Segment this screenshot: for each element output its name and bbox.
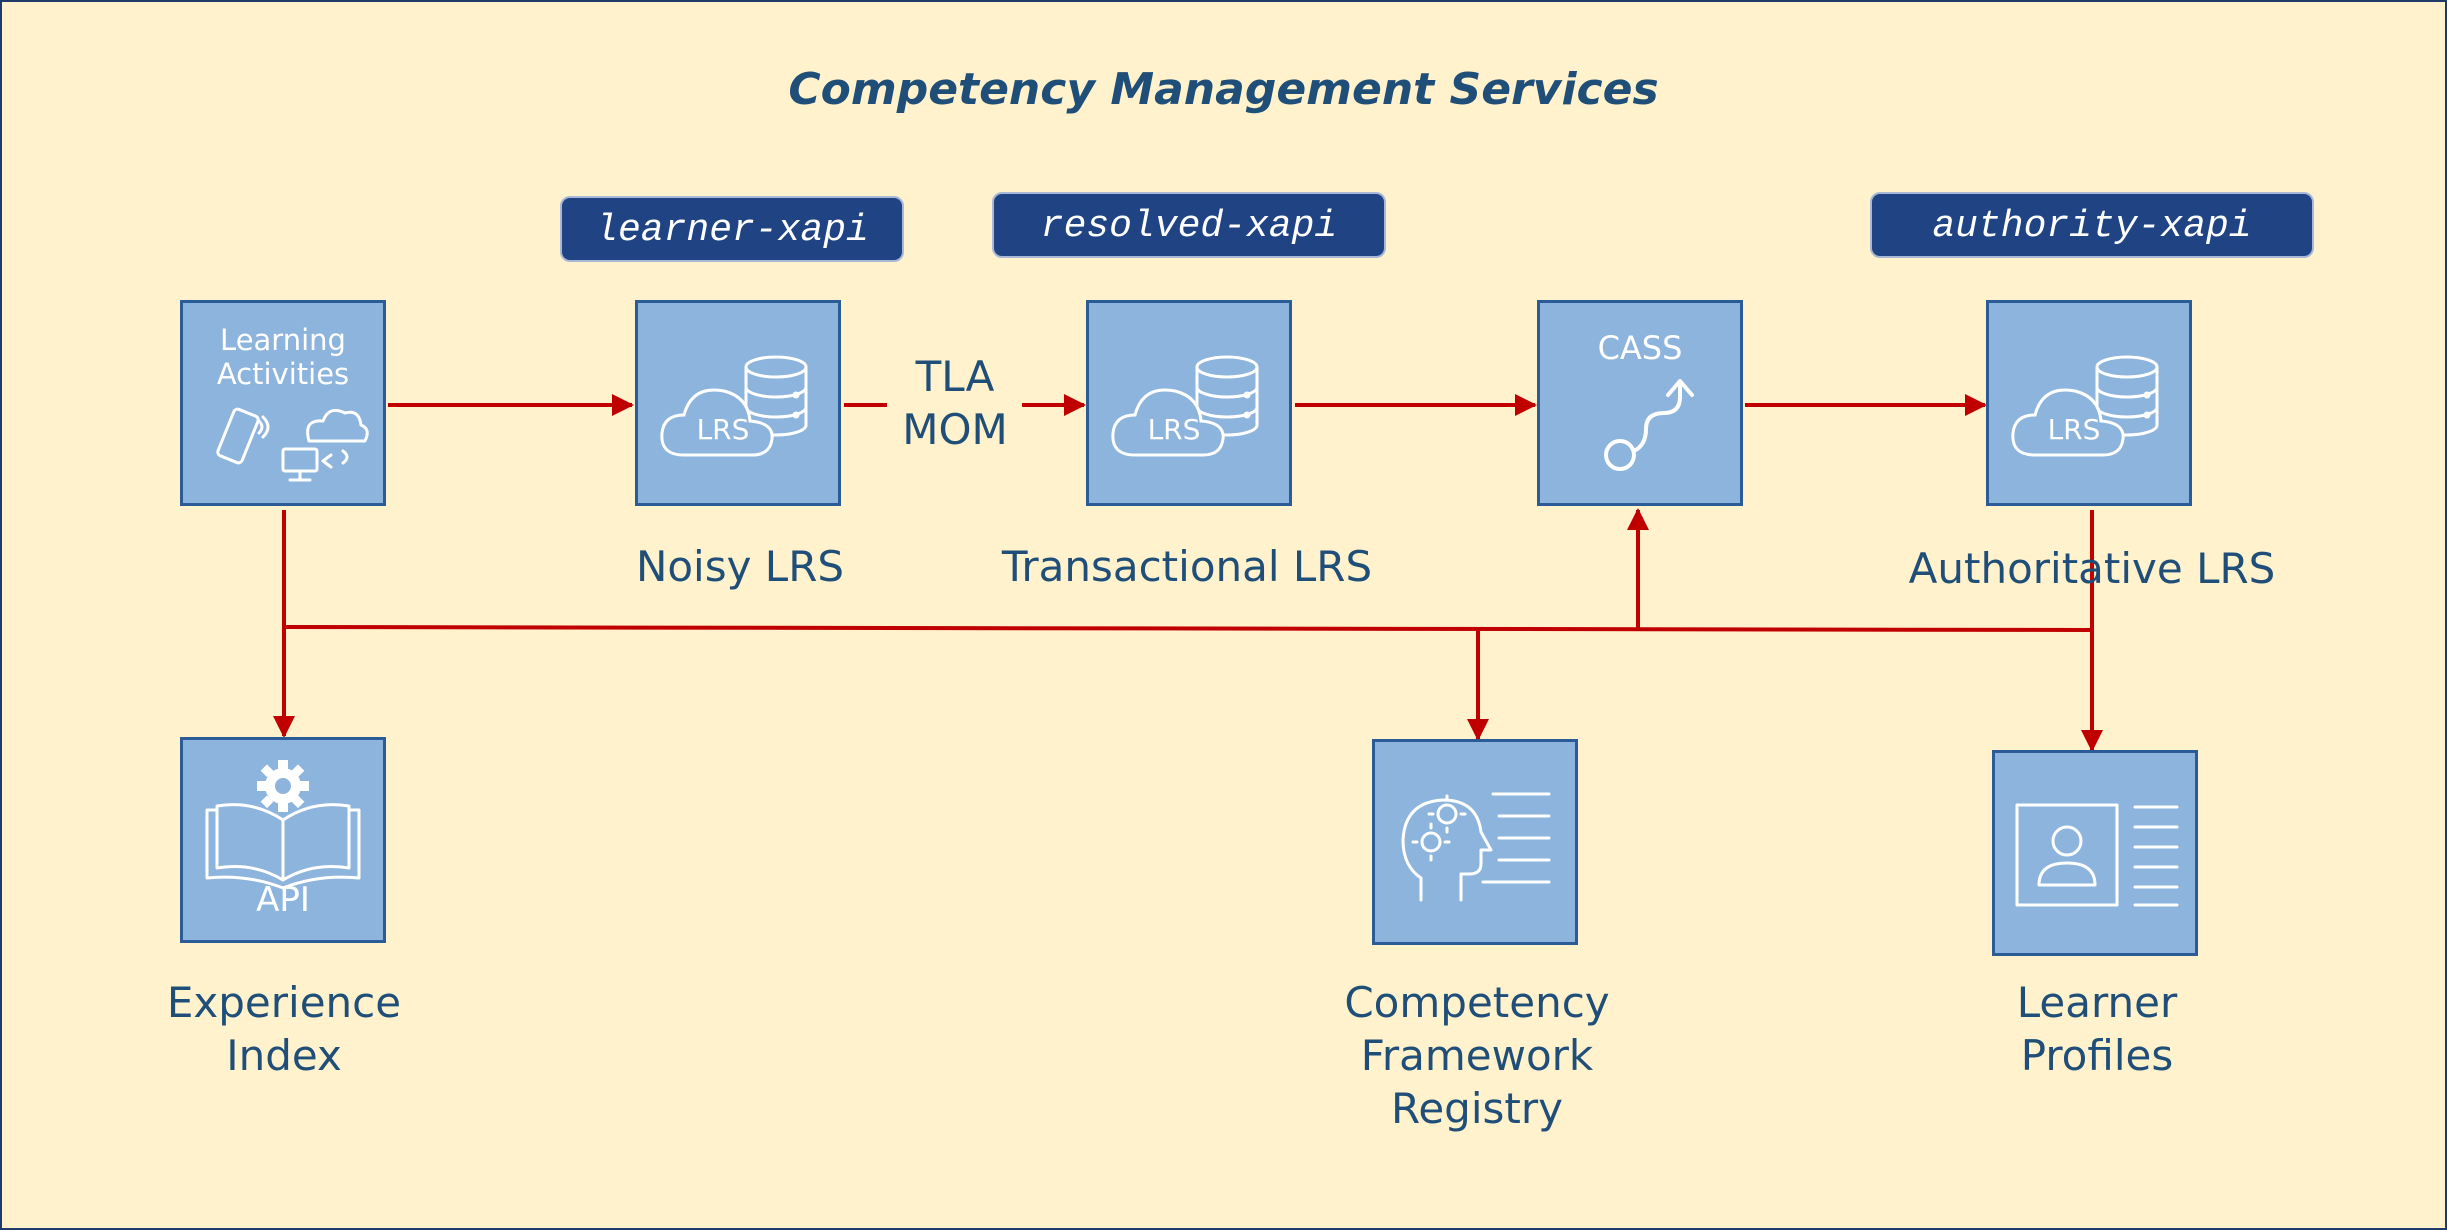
node-learner-profiles xyxy=(1992,750,2198,956)
noisy-lrs-icon-text: LRS xyxy=(696,413,750,446)
caption-experience-index: Experience Index xyxy=(166,978,402,1080)
caption-learner-profiles: Learner Profiles xyxy=(2016,978,2178,1080)
node-cass: CASS xyxy=(1537,300,1743,506)
path-arrow-icon xyxy=(1604,379,1694,471)
tla-text: TLA xyxy=(915,352,995,401)
bus-line xyxy=(283,625,2093,632)
profile-card-icon xyxy=(2015,803,2179,907)
experience-index-icon-text: API xyxy=(256,880,310,920)
caption-noisy-lrs: Noisy LRS xyxy=(635,542,845,591)
tla-mom-label: TLA MOM xyxy=(880,350,1030,456)
node-experience-index: API xyxy=(180,737,386,943)
node-noisy-lrs: LRS xyxy=(635,300,841,506)
tag-learner-xapi: learner-xapi xyxy=(560,196,904,262)
caption-authoritative-lrs: Authoritative LRS xyxy=(1908,544,2276,593)
lrs-cloud-database-icon xyxy=(2011,355,2159,457)
node-learning-activities: Learning Activities xyxy=(180,300,386,506)
mom-text: MOM xyxy=(902,405,1008,454)
cass-icon-text: CASS xyxy=(1597,329,1683,367)
node-competency-registry xyxy=(1372,739,1578,945)
node-transactional-lrs: LRS xyxy=(1086,300,1292,506)
devices-icon xyxy=(216,407,369,482)
lrs-cloud-database-icon xyxy=(1111,355,1259,457)
tag-resolved-xapi: resolved-xapi xyxy=(992,192,1386,258)
lrs-cloud-database-icon xyxy=(660,355,808,457)
diagram-title: Competency Management Services xyxy=(788,64,1659,115)
caption-competency-registry: Competency Framework Registry xyxy=(1344,978,1610,1133)
head-gears-document-icon xyxy=(1401,792,1551,902)
authoritative-lrs-icon-text: LRS xyxy=(2047,413,2101,446)
transactional-lrs-icon-text: LRS xyxy=(1147,413,1201,446)
caption-transactional-lrs: Transactional LRS xyxy=(1001,542,1373,591)
open-book-gear-icon xyxy=(205,760,361,890)
learning-activities-label-line1: Learning xyxy=(220,323,346,357)
node-authoritative-lrs: LRS xyxy=(1986,300,2192,506)
learning-activities-label-line2: Activities xyxy=(216,357,350,391)
tag-authority-xapi: authority-xapi xyxy=(1870,192,2314,258)
